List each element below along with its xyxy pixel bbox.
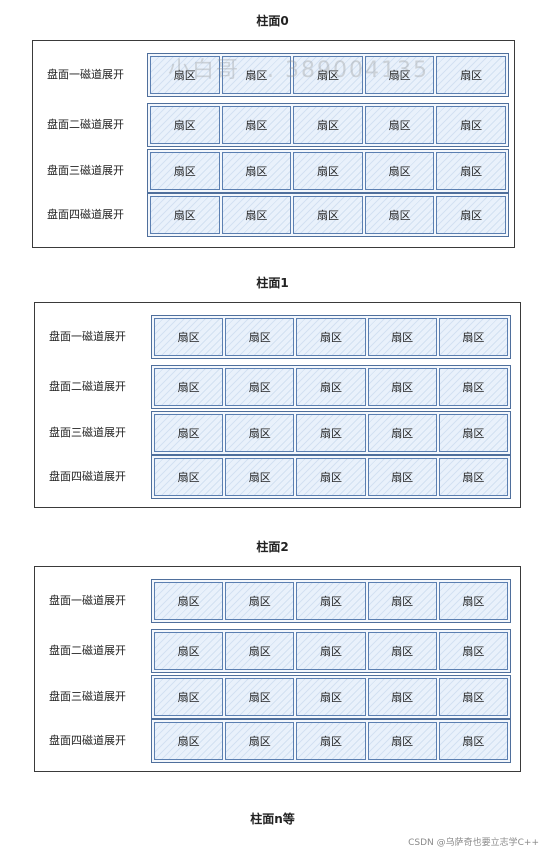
cylinder-1-frame: 盘面一磁道展开扇区扇区扇区扇区扇区盘面二磁道展开扇区扇区扇区扇区扇区盘面三磁道展… xyxy=(34,302,521,508)
sector-cell: 扇区 xyxy=(293,152,363,190)
track-row-label: 盘面一磁道展开 xyxy=(49,330,126,343)
sector-cell: 扇区 xyxy=(296,414,366,452)
sector-cell: 扇区 xyxy=(293,56,363,94)
sector-cell: 扇区 xyxy=(296,678,366,716)
cylinder-n-title: 柱面n等 xyxy=(250,812,295,826)
track-row-label: 盘面四磁道展开 xyxy=(49,470,126,483)
sector-cell: 扇区 xyxy=(438,582,508,620)
sector-cell: 扇区 xyxy=(296,722,366,760)
sector-cell: 扇区 xyxy=(221,196,292,234)
track-row-label: 盘面三磁道展开 xyxy=(49,690,126,703)
sector-cell: 扇区 xyxy=(150,56,220,94)
sector-cell: 扇区 xyxy=(364,106,435,144)
sector-cell: 扇区 xyxy=(154,582,224,620)
track-row-label: 盘面一磁道展开 xyxy=(49,594,126,607)
track-strip: 扇区扇区扇区扇区扇区 xyxy=(147,103,509,147)
track-strip: 扇区扇区扇区扇区扇区 xyxy=(147,53,509,97)
sector-cell: 扇区 xyxy=(364,56,435,94)
track-row-label: 盘面三磁道展开 xyxy=(49,426,126,439)
sector-cell: 扇区 xyxy=(364,152,435,190)
sector-cell: 扇区 xyxy=(154,458,224,496)
sector-cell: 扇区 xyxy=(154,368,224,406)
sector-cell: 扇区 xyxy=(154,318,224,356)
sector-cell: 扇区 xyxy=(438,414,508,452)
sector-cell: 扇区 xyxy=(436,56,506,94)
sector-cell: 扇区 xyxy=(296,582,366,620)
sector-cell: 扇区 xyxy=(296,632,366,670)
sector-cell: 扇区 xyxy=(438,722,508,760)
sector-cell: 扇区 xyxy=(150,152,220,190)
sector-cell: 扇区 xyxy=(225,458,295,496)
sector-cell: 扇区 xyxy=(438,318,508,356)
track-strip: 扇区扇区扇区扇区扇区 xyxy=(151,719,511,763)
sector-cell: 扇区 xyxy=(438,458,508,496)
sector-cell: 扇区 xyxy=(296,318,366,356)
track-strip: 扇区扇区扇区扇区扇区 xyxy=(151,365,511,409)
sector-cell: 扇区 xyxy=(367,582,437,620)
track-row-label: 盘面二磁道展开 xyxy=(49,380,126,393)
sector-cell: 扇区 xyxy=(154,678,224,716)
sector-cell: 扇区 xyxy=(225,632,295,670)
sector-cell: 扇区 xyxy=(293,106,363,144)
sector-cell: 扇区 xyxy=(367,368,437,406)
sector-cell: 扇区 xyxy=(367,414,437,452)
sector-cell: 扇区 xyxy=(221,152,292,190)
sector-cell: 扇区 xyxy=(364,196,435,234)
sector-cell: 扇区 xyxy=(150,196,220,234)
cylinder-0-title: 柱面0 xyxy=(256,14,289,28)
sector-cell: 扇区 xyxy=(154,722,224,760)
sector-cell: 扇区 xyxy=(225,582,295,620)
track-row-label: 盘面一磁道展开 xyxy=(47,68,124,81)
track-row-label: 盘面四磁道展开 xyxy=(49,734,126,747)
cylinder-2-title: 柱面2 xyxy=(256,540,289,554)
track-strip: 扇区扇区扇区扇区扇区 xyxy=(151,315,511,359)
sector-cell: 扇区 xyxy=(367,318,437,356)
track-strip: 扇区扇区扇区扇区扇区 xyxy=(151,579,511,623)
sector-cell: 扇区 xyxy=(436,106,506,144)
sector-cell: 扇区 xyxy=(438,632,508,670)
sector-cell: 扇区 xyxy=(296,368,366,406)
sector-cell: 扇区 xyxy=(150,106,220,144)
sector-cell: 扇区 xyxy=(221,106,292,144)
sector-cell: 扇区 xyxy=(367,722,437,760)
sector-cell: 扇区 xyxy=(225,368,295,406)
track-row-label: 盘面二磁道展开 xyxy=(49,644,126,657)
sector-cell: 扇区 xyxy=(225,678,295,716)
sector-cell: 扇区 xyxy=(367,632,437,670)
track-strip: 扇区扇区扇区扇区扇区 xyxy=(151,411,511,455)
sector-cell: 扇区 xyxy=(367,678,437,716)
track-row-label: 盘面三磁道展开 xyxy=(47,164,124,177)
cylinder-2-frame: 盘面一磁道展开扇区扇区扇区扇区扇区盘面二磁道展开扇区扇区扇区扇区扇区盘面三磁道展… xyxy=(34,566,521,772)
track-strip: 扇区扇区扇区扇区扇区 xyxy=(151,455,511,499)
sector-cell: 扇区 xyxy=(225,722,295,760)
sector-cell: 扇区 xyxy=(436,196,506,234)
sector-cell: 扇区 xyxy=(436,152,506,190)
sector-cell: 扇区 xyxy=(154,414,224,452)
track-strip: 扇区扇区扇区扇区扇区 xyxy=(151,629,511,673)
track-strip: 扇区扇区扇区扇区扇区 xyxy=(151,675,511,719)
csdn-credit: CSDN @乌萨奇也要立志学C++ xyxy=(408,838,539,848)
track-strip: 扇区扇区扇区扇区扇区 xyxy=(147,149,509,193)
sector-cell: 扇区 xyxy=(293,196,363,234)
cylinder-0-frame: 盘面一磁道展开扇区扇区扇区扇区扇区盘面二磁道展开扇区扇区扇区扇区扇区盘面三磁道展… xyxy=(32,40,515,248)
sector-cell: 扇区 xyxy=(221,56,292,94)
sector-cell: 扇区 xyxy=(154,632,224,670)
watermark-text: 小白哥 ... 389004135 xyxy=(168,58,429,83)
sector-cell: 扇区 xyxy=(438,368,508,406)
track-row-label: 盘面二磁道展开 xyxy=(47,118,124,131)
sector-cell: 扇区 xyxy=(296,458,366,496)
sector-cell: 扇区 xyxy=(225,318,295,356)
sector-cell: 扇区 xyxy=(367,458,437,496)
sector-cell: 扇区 xyxy=(225,414,295,452)
sector-cell: 扇区 xyxy=(438,678,508,716)
cylinder-1-title: 柱面1 xyxy=(256,276,289,290)
track-row-label: 盘面四磁道展开 xyxy=(47,208,124,221)
track-strip: 扇区扇区扇区扇区扇区 xyxy=(147,193,509,237)
